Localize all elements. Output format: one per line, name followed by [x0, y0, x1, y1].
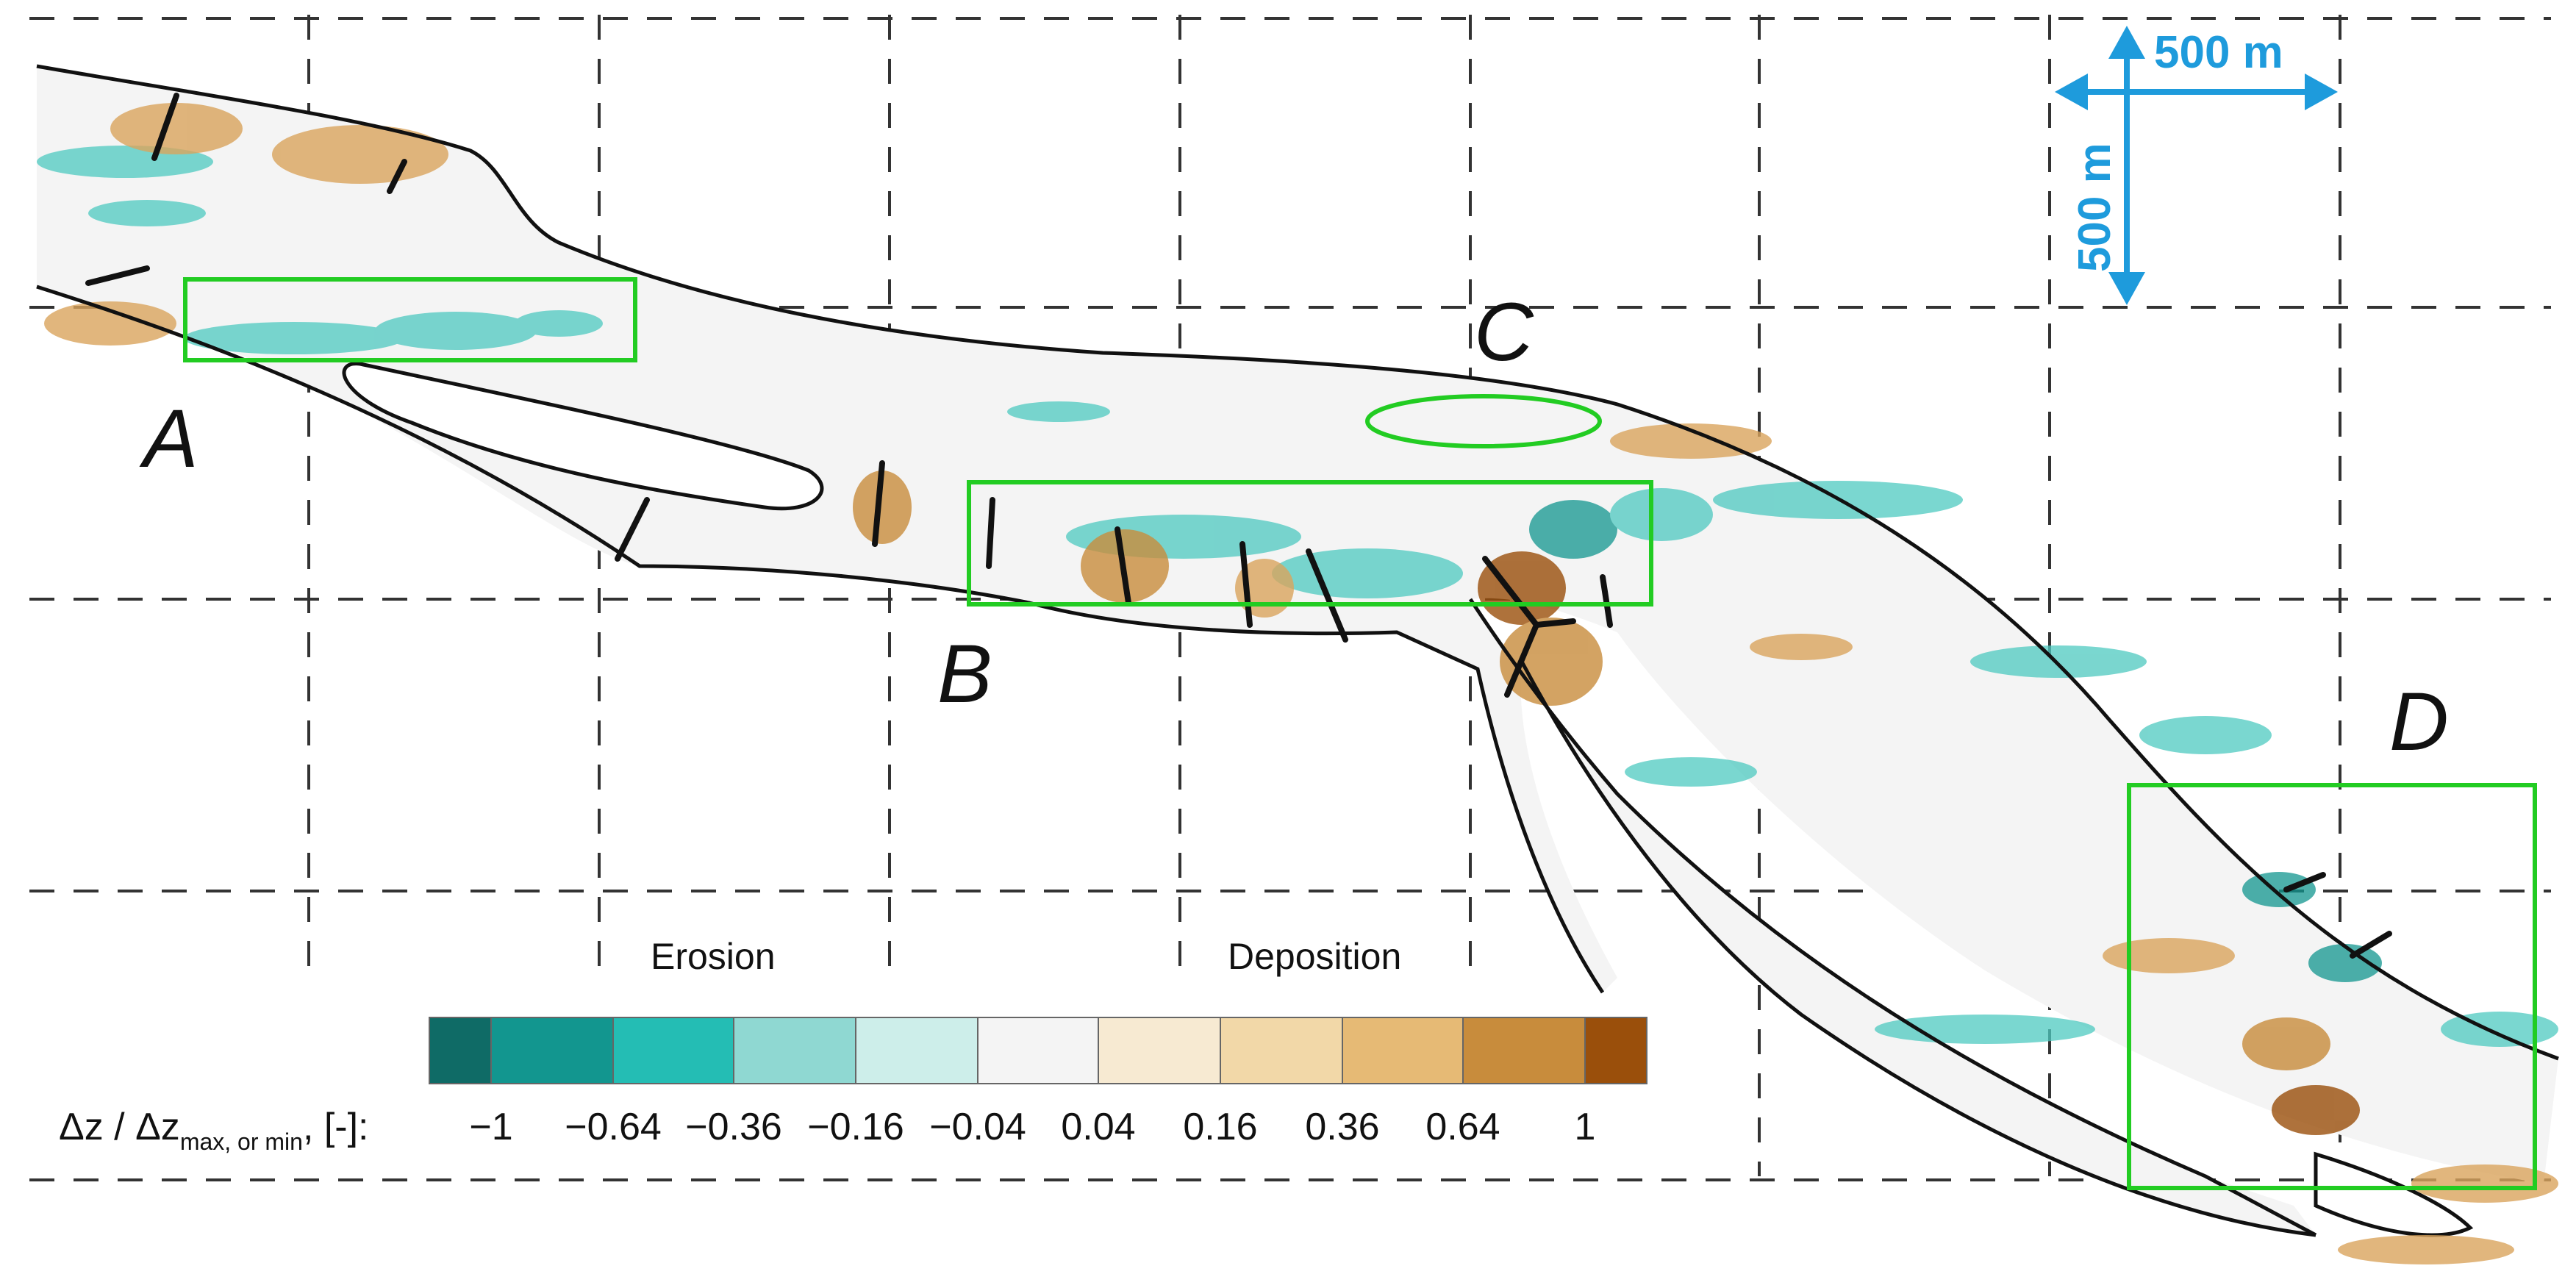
- groynes: [85, 93, 2392, 959]
- river-channels: [37, 66, 2558, 1237]
- label-a: A: [139, 393, 198, 484]
- legend-tick-label: 1: [1575, 1106, 1596, 1148]
- island-d-tip: [2314, 1151, 2474, 1237]
- region-d-box: [2127, 783, 2537, 1190]
- legend-bin: [429, 1017, 492, 1084]
- label-d: D: [2389, 676, 2449, 768]
- legend-color-bins: [429, 1017, 1647, 1084]
- legend-tick-label: −0.64: [565, 1106, 662, 1148]
- legend-tick-label: −0.16: [807, 1106, 904, 1148]
- scale-vertical-label: 500 m: [2069, 143, 2120, 272]
- legend-bin: [977, 1017, 1099, 1084]
- legend-bin: [1220, 1017, 1343, 1084]
- erosion-patches: [37, 146, 2558, 1047]
- legend-bin: [1462, 1017, 1586, 1084]
- highlight-regions: [183, 277, 2537, 1190]
- legend-tick-label: 0.36: [1305, 1106, 1379, 1148]
- legend-tick-labels: −1 −0.64 −0.36 −0.16 −0.04 0.04 0.16 0.36 0.64 1: [469, 1106, 1595, 1148]
- main-channel: [37, 66, 2558, 1235]
- legend-bin: [1342, 1017, 1464, 1084]
- legend-tick-label: 0.64: [1425, 1106, 1500, 1148]
- region-b-box: [967, 480, 1653, 607]
- legend-erosion-label: Erosion: [651, 936, 776, 977]
- legend-tick-label: −0.04: [929, 1106, 1026, 1148]
- region-labels: A B C D: [139, 286, 2449, 768]
- legend-bin: [855, 1017, 978, 1084]
- region-a-box: [183, 277, 637, 362]
- legend-quantity-label: Δz / Δzmax, or min, [-]:: [59, 1106, 369, 1155]
- legend-bin: [1098, 1017, 1221, 1084]
- color-legend: Erosion Deposition −1 −0.64 −0.36 −0.16 −0.0…: [59, 936, 1647, 1155]
- legend-tick-label: −0.36: [685, 1106, 782, 1148]
- legend-tick-label: 0.04: [1061, 1106, 1135, 1148]
- legend-bin: [490, 1017, 614, 1084]
- label-b: B: [937, 628, 992, 720]
- legend-deposition-label: Deposition: [1228, 936, 1401, 977]
- label-c: C: [1474, 286, 1534, 378]
- legend-tick-label: −1: [469, 1106, 512, 1148]
- island-a: [342, 362, 824, 511]
- legend-tick-label: 0.16: [1183, 1106, 1257, 1148]
- legend-bin: [733, 1017, 856, 1084]
- legend-bin: [1584, 1017, 1647, 1084]
- scale-horizontal-label: 500 m: [2154, 27, 2283, 78]
- legend-bin: [612, 1017, 734, 1084]
- region-c-ellipse: [1365, 394, 1602, 448]
- river-banks: [36, 64, 2559, 1237]
- scale-bar: 500 m 500 m: [2055, 26, 2338, 305]
